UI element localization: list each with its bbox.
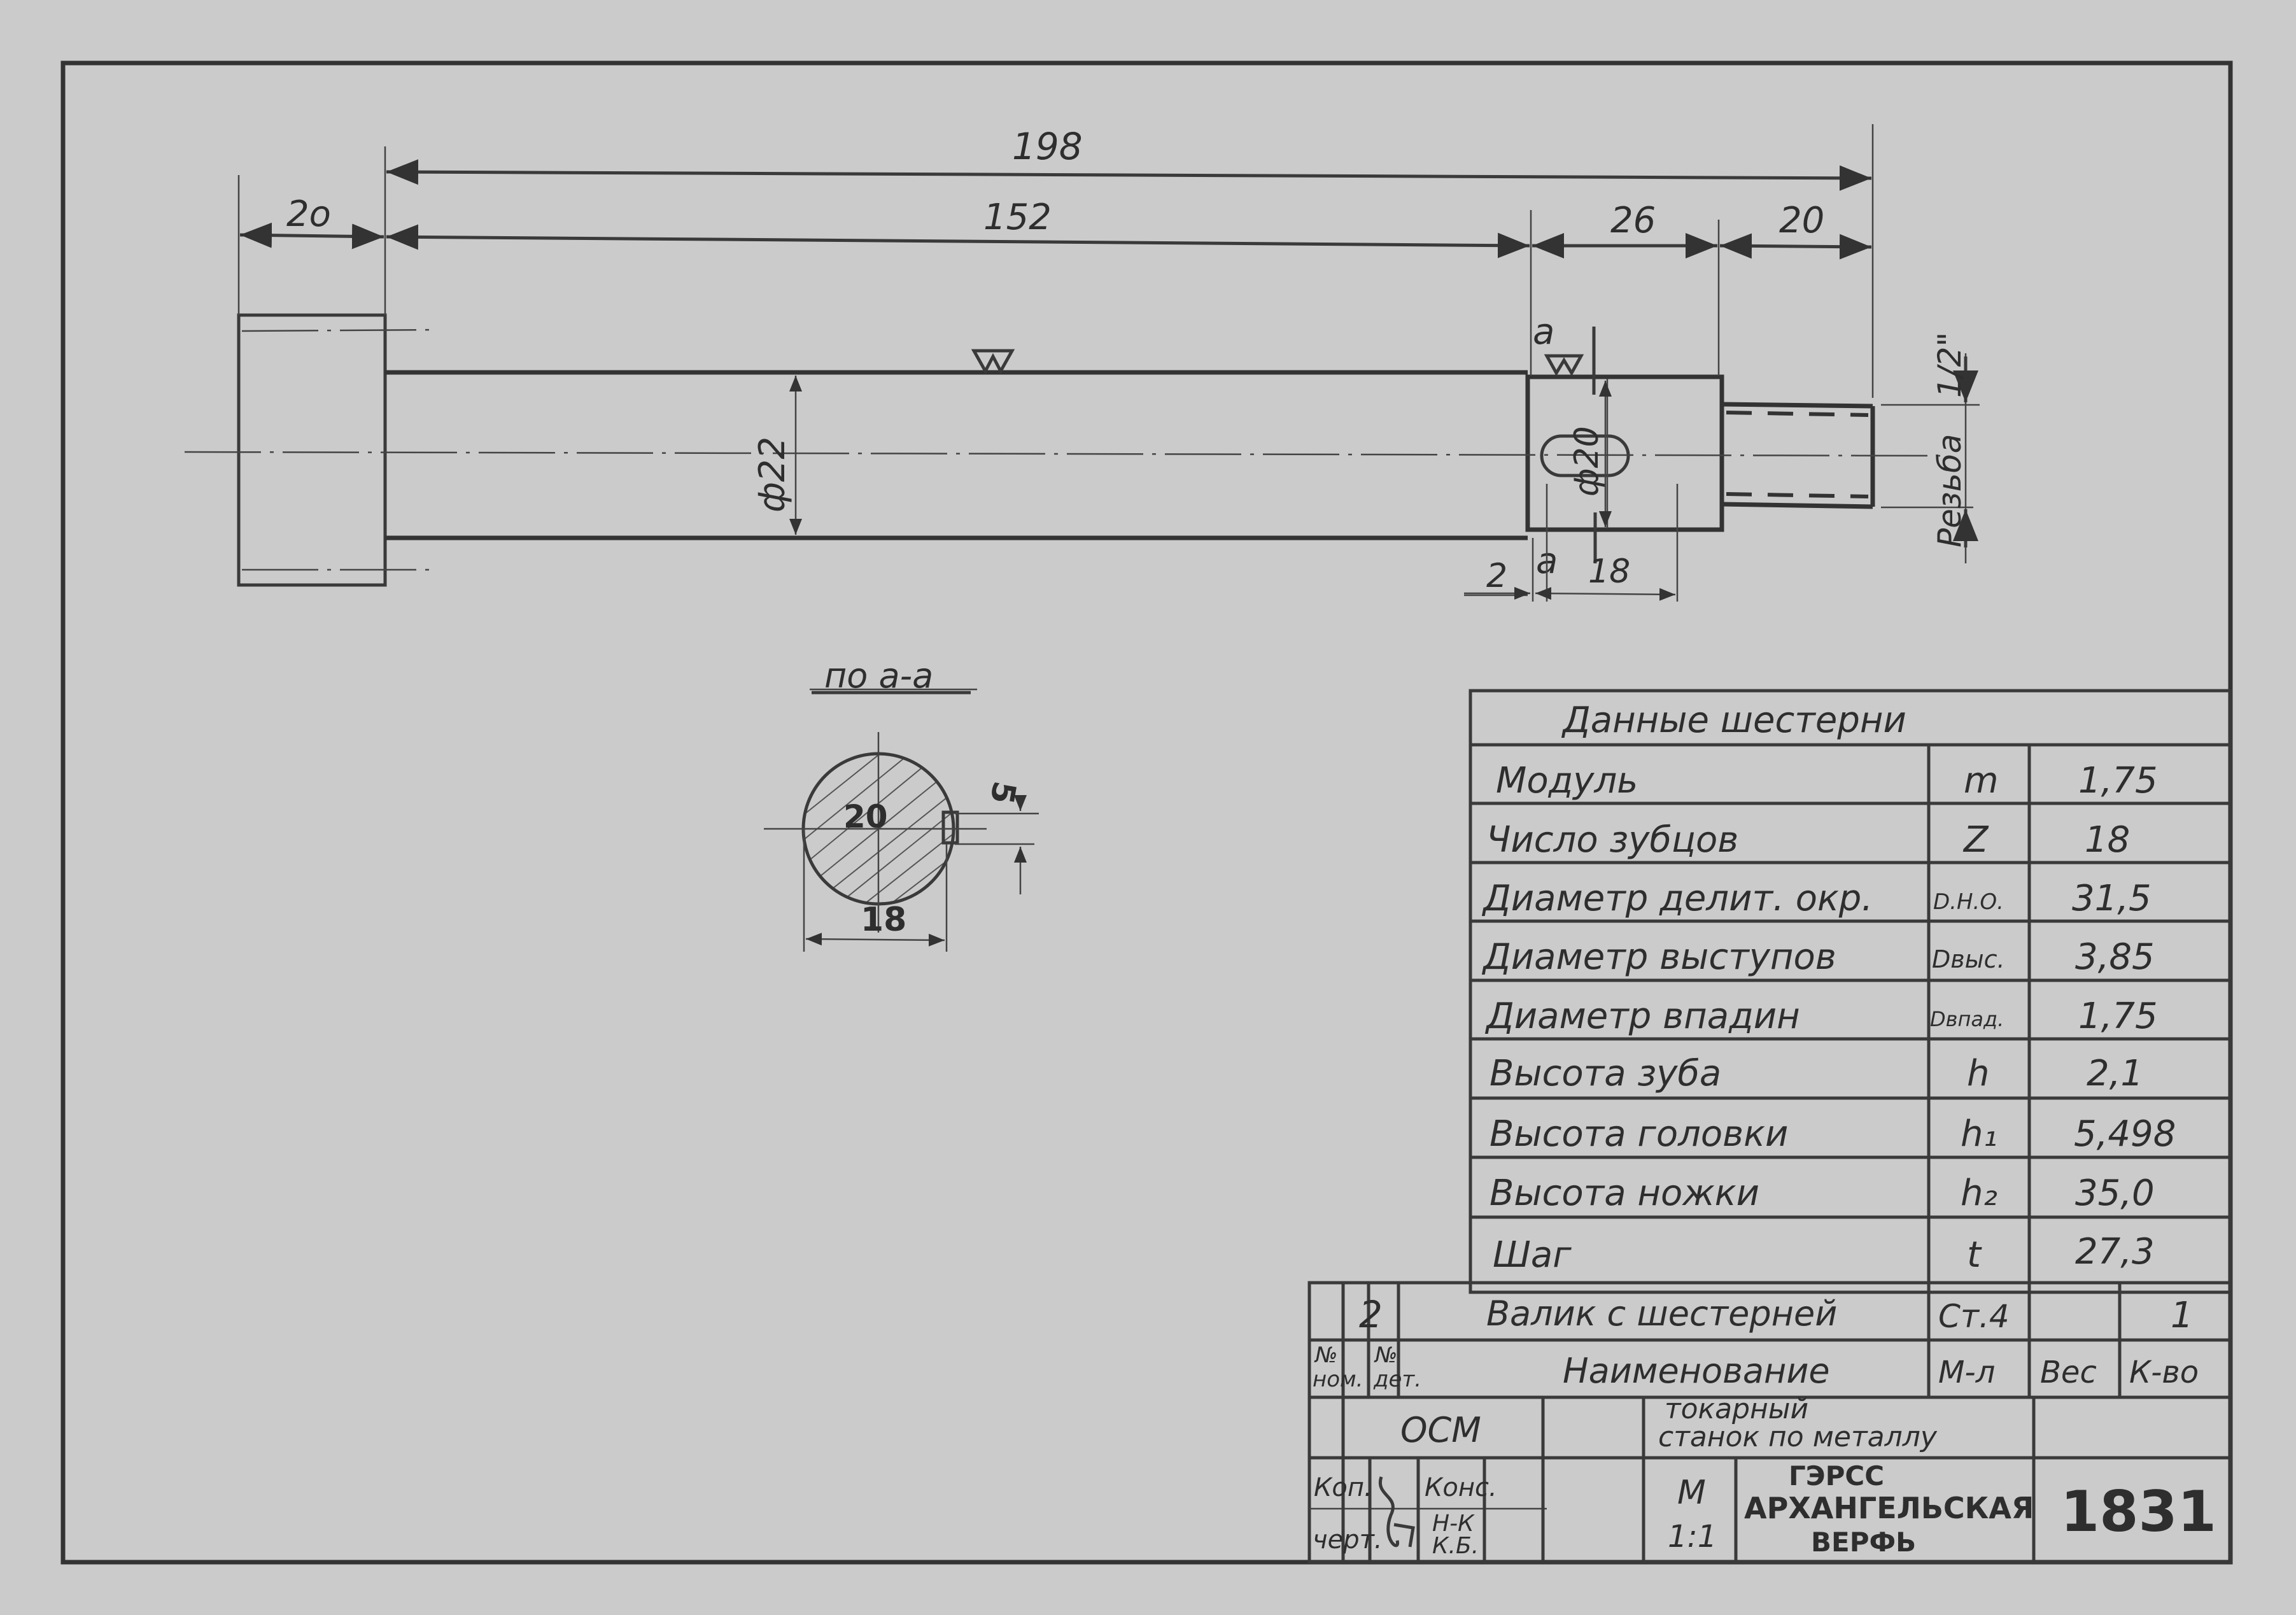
header-quantity: К-во xyxy=(2129,1355,2199,1390)
section-key-width: 5 xyxy=(983,779,1023,807)
gear-row-label: Высота зуба xyxy=(1490,1053,1721,1094)
chief-label-line2: К.Б. xyxy=(1432,1533,1479,1559)
part-material: Ст.4 xyxy=(1938,1298,2010,1335)
dimension-labels: 198 2o 152 26 20 ф22 ф20 2 18 Резьба 1/2… xyxy=(286,125,1968,595)
section-width: 18 xyxy=(861,901,906,939)
part-quantity: 1 xyxy=(2171,1295,2194,1336)
gear-row-label: Диаметр делит. окр. xyxy=(1481,878,1873,919)
org-line2: АРХАНГЕЛЬСКАЯ xyxy=(1744,1491,2034,1525)
shaft-elevation: a a xyxy=(184,311,1948,587)
dim-overall-length: 198 xyxy=(1012,125,1083,168)
section-diameter: 20 xyxy=(843,798,888,835)
dim-shaft-length: 152 xyxy=(983,197,1052,238)
gear-row-label: Высота головки xyxy=(1490,1113,1788,1155)
org-line3: ВЕРФЬ xyxy=(1811,1527,1916,1558)
gear-row-symbol: m xyxy=(1964,760,1999,801)
gear-row-value: 5,498 xyxy=(2074,1113,2176,1155)
assembly-code: ОСМ xyxy=(1400,1410,1481,1450)
sheet-frame xyxy=(60,60,2233,1565)
gear-row-label: Диаметр выступов xyxy=(1481,936,1836,978)
header-material: М-л xyxy=(1938,1355,1995,1390)
dim-shaft-diameter: ф22 xyxy=(752,437,793,512)
gear-data-table: Данные шестерни Модуль m 1,75 Число зубц… xyxy=(1468,689,2232,1294)
gear-row-symbol: h xyxy=(1967,1053,1990,1094)
thread-label: Резьба xyxy=(1931,434,1968,547)
copied-label: Коп. xyxy=(1314,1473,1372,1502)
assembly-name-line1: токарный xyxy=(1665,1393,1808,1425)
gear-row-label: Модуль xyxy=(1496,760,1638,801)
gear-row-value: 1,75 xyxy=(2078,760,2158,801)
gear-row-value: 31,5 xyxy=(2072,878,2152,919)
org-line1: ГЭРСС xyxy=(1789,1460,1884,1492)
dimension-lines xyxy=(239,159,1978,601)
title-block: 2 Валик с шестерней Ст.4 1 № ном. № дет.… xyxy=(1307,1281,2232,1564)
dim-thread-length: 20 xyxy=(1779,200,1824,241)
gear-row-label: Высота ножки xyxy=(1490,1173,1759,1214)
drawn-label: черт. xyxy=(1313,1525,1383,1555)
part-detail-number: 2 xyxy=(1359,1293,1383,1336)
part-name: Валик с шестерней xyxy=(1486,1294,1837,1334)
header-det-no: № xyxy=(1374,1343,1397,1368)
gear-row-symbol: h₂ xyxy=(1961,1173,1997,1214)
dim-gear-diameter: ф20 xyxy=(1568,426,1606,497)
assembly-name-line2: станок по металлу xyxy=(1658,1421,1938,1453)
scale-label: М xyxy=(1677,1474,1706,1512)
gear-row-value: 2,1 xyxy=(2087,1053,2143,1094)
gear-row-symbol: Z xyxy=(1962,819,1989,861)
header-nom: ном. xyxy=(1313,1367,1363,1392)
surface-finish-icon xyxy=(1544,354,1584,376)
gear-section-outline xyxy=(1525,374,1724,532)
section-view-a-a: по a-a 20 18 xyxy=(764,656,1039,952)
header-det: дет. xyxy=(1373,1367,1421,1392)
chief-label-line1: Н-К xyxy=(1432,1511,1475,1537)
gear-row-value: 35,0 xyxy=(2075,1173,2155,1214)
thread-size: 1/2" xyxy=(1931,332,1968,398)
gear-table-title: Данные шестерни xyxy=(1561,700,1906,741)
gear-row-value: 1,75 xyxy=(2078,996,2158,1037)
gear-row-value: 18 xyxy=(2085,819,2130,861)
surface-finish-icon xyxy=(971,349,1015,375)
gear-row-symbol: Dвпад. xyxy=(1930,1007,2004,1031)
scale-value: 1:1 xyxy=(1668,1519,1717,1555)
gear-row-symbol: D.Н.О. xyxy=(1933,889,2004,915)
consult-label: Конс. xyxy=(1425,1473,1497,1502)
gear-row-label: Диаметр впадин xyxy=(1484,996,1800,1037)
header-nom-no: № xyxy=(1314,1343,1337,1368)
dim-flange-width: 2o xyxy=(286,194,331,235)
dim-gear-section-length: 26 xyxy=(1610,200,1656,241)
gear-row-symbol: Dвыс. xyxy=(1932,945,2005,973)
gear-row-symbol: t xyxy=(1967,1234,1982,1276)
gear-row-symbol: h₁ xyxy=(1961,1113,1997,1155)
header-weight: Вес xyxy=(2040,1355,2097,1390)
flange-outline xyxy=(237,313,387,587)
section-mark-top: a xyxy=(1533,311,1554,353)
drawing-number: 1831 xyxy=(2060,1479,2216,1544)
dim-keyway-offset: 2 xyxy=(1486,557,1507,595)
signature xyxy=(1378,1476,1415,1548)
gear-row-value: 27,3 xyxy=(2075,1231,2155,1273)
dim-keyway-length: 18 xyxy=(1588,553,1630,591)
gear-row-label: Шаг xyxy=(1493,1234,1572,1276)
gear-row-label: Число зубцов xyxy=(1486,819,1738,861)
gear-row-value: 3,85 xyxy=(2075,936,2155,978)
header-name: Наименование xyxy=(1563,1351,1830,1391)
